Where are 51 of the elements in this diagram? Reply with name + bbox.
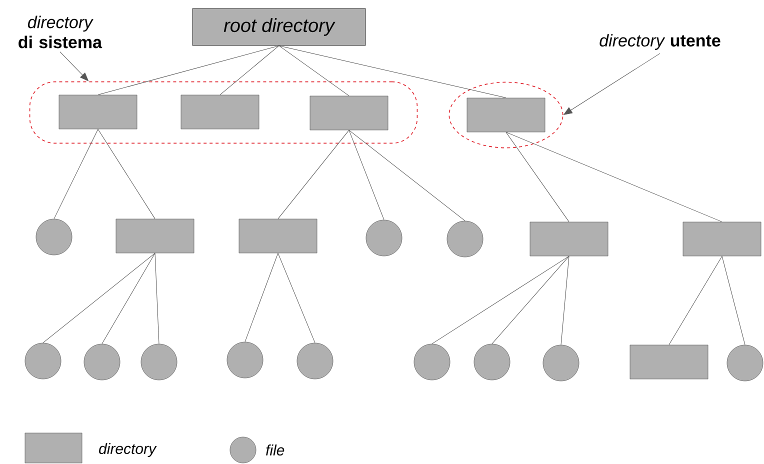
directory-box (682, 222, 762, 256)
connector-line (98, 45, 280, 96)
directory-box (238, 218, 318, 254)
connector-line (98, 128, 156, 220)
legend-text: file (266, 444, 284, 456)
directory-box (466, 98, 546, 132)
directory-box (116, 218, 194, 254)
arrow (60, 52, 88, 82)
file-circle (84, 344, 120, 380)
connector-line (506, 132, 722, 222)
connector-line (278, 45, 506, 98)
file-circle (24, 342, 62, 380)
file-circle (446, 220, 484, 258)
directory-box (180, 94, 260, 130)
connector-line (432, 256, 570, 344)
connector-line (220, 45, 280, 96)
connector-line (54, 128, 98, 220)
connector-line (668, 256, 722, 346)
connector-line (278, 252, 316, 344)
directory-box: root directory (192, 8, 366, 46)
connector-line (348, 130, 384, 220)
connector-line (102, 252, 156, 344)
annotation-text: directory di sistema (18, 16, 102, 48)
file-circle (542, 344, 580, 382)
directory-box (630, 344, 708, 380)
file-circle (140, 344, 178, 380)
connector-line (154, 252, 160, 344)
connector-line (348, 130, 466, 222)
file-circle (366, 220, 402, 256)
legend-text: directory (99, 443, 157, 457)
file-circle (726, 344, 764, 382)
file-circle (296, 342, 334, 380)
connector-line (42, 252, 156, 344)
dashed-outline (29, 81, 418, 144)
arrow (564, 53, 660, 115)
connector-line (244, 252, 278, 342)
annotation-text: directory utente (600, 34, 720, 50)
file-circle (226, 342, 264, 378)
connector-line (560, 256, 570, 346)
directory-box (58, 94, 138, 130)
connector-line (506, 132, 570, 222)
directory-box (310, 96, 388, 130)
connector-line (278, 130, 350, 220)
connector-line (278, 45, 350, 96)
file-circle (36, 218, 72, 256)
dashed-outline (448, 82, 564, 148)
file-circle (474, 344, 510, 380)
connector-line (492, 256, 570, 344)
connector-line (722, 256, 746, 346)
directory-box (530, 222, 608, 256)
file-circle (414, 344, 450, 380)
